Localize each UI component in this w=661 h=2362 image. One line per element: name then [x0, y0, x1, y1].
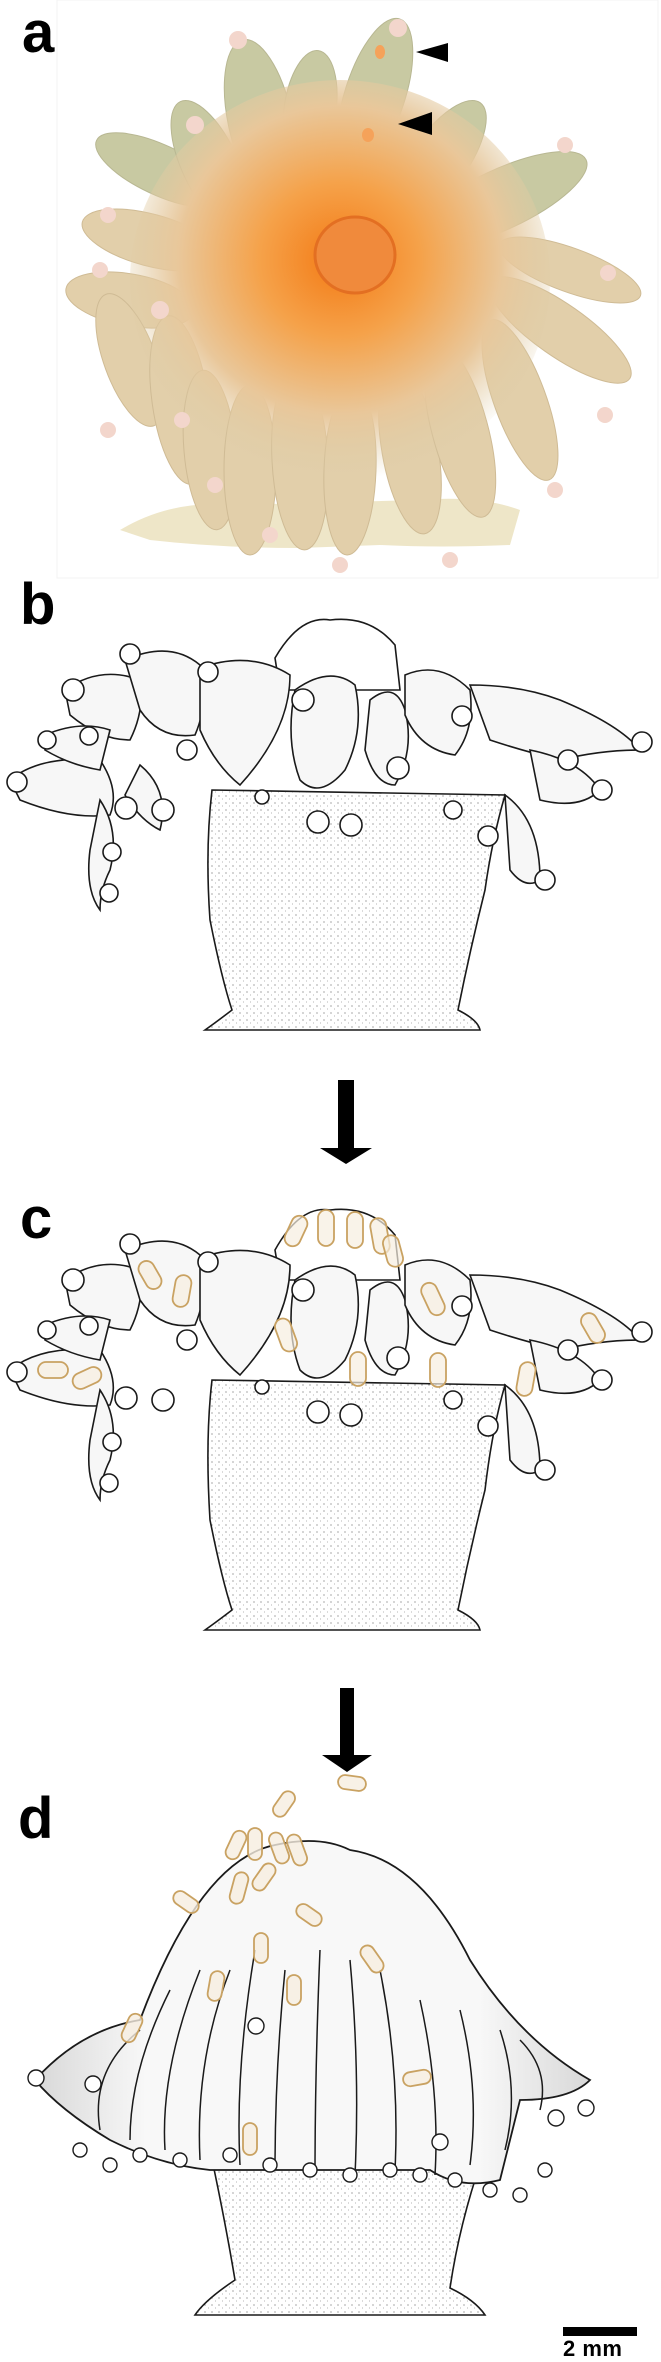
down-arrow-c-to-d — [322, 1688, 372, 1772]
panel-label-a: a — [22, 0, 55, 65]
panel-c-drawing — [0, 1200, 661, 1670]
polyp-drawing-c — [6, 1208, 653, 1631]
scale-bar — [563, 2327, 637, 2336]
arrowhead-marker-1 — [416, 43, 448, 62]
panel-label-b: b — [20, 572, 56, 637]
coral-polyp-photo — [56, 0, 659, 579]
arrow-down-icon — [320, 1080, 372, 1164]
scale-bar-label: 2 mm — [563, 2336, 623, 2361]
down-arrow-b-to-c — [320, 1080, 372, 1164]
polyp-drawing-b — [6, 618, 653, 1031]
panel-label-d: d — [18, 1786, 54, 1851]
arrow-down-icon — [322, 1688, 372, 1772]
panel-a-photo — [0, 0, 661, 580]
planulae-group-d — [120, 1774, 432, 2156]
arrowhead-marker-2 — [398, 112, 432, 135]
panel-label-c: c — [20, 1186, 53, 1251]
planulae-group-c — [37, 1209, 606, 1397]
panel-d-drawing — [0, 1770, 661, 2362]
polyp-drawing-d — [27, 1774, 595, 2316]
panel-b-drawing — [0, 590, 661, 1060]
